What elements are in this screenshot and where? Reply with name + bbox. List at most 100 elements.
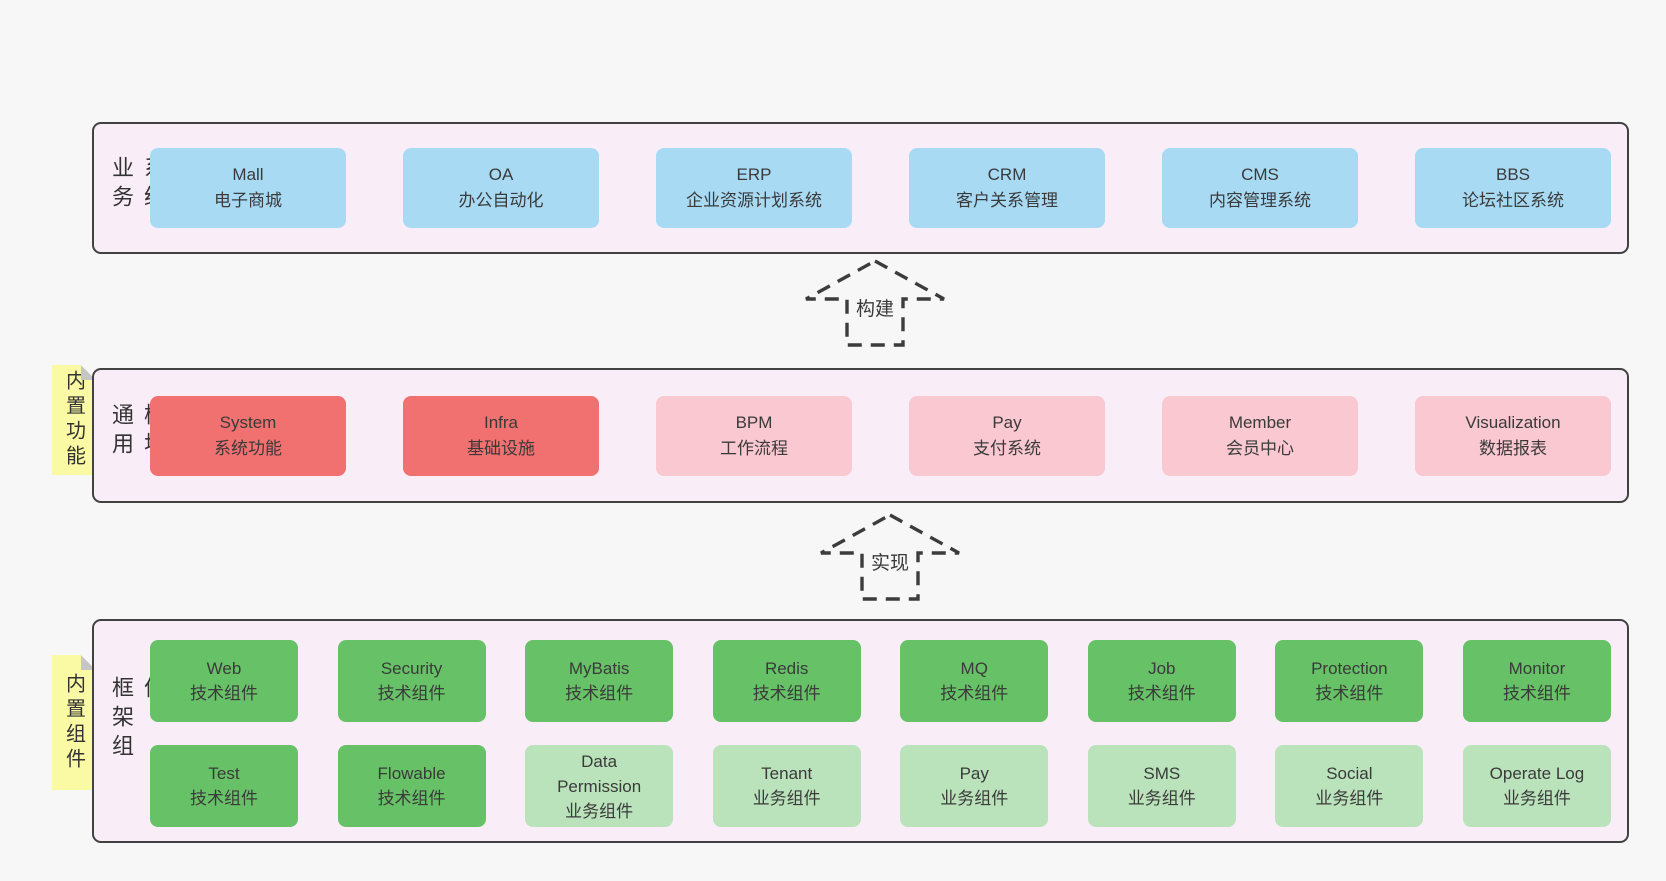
box-subtitle: 数据报表 bbox=[1479, 438, 1547, 458]
box-visualization: Visualization 数据报表 bbox=[1415, 395, 1611, 476]
box-name: Operate Log bbox=[1489, 764, 1585, 783]
box-job: Job 技术组件 bbox=[1087, 640, 1236, 722]
box-crm: CRM 客户关系管理 bbox=[909, 148, 1105, 228]
box-name: CMS bbox=[1241, 165, 1279, 184]
box-name: BBS bbox=[1495, 165, 1531, 184]
box-redis: Redis 技术组件 bbox=[712, 640, 861, 722]
arrow-label-implement: 实现 bbox=[867, 548, 913, 575]
box-name: Social bbox=[1326, 764, 1373, 783]
box-pay: Pay 支付系统 bbox=[909, 395, 1105, 476]
box-name: Redis bbox=[764, 659, 809, 678]
box-data-permission: Data Permission 业务组件 bbox=[525, 745, 674, 827]
sticky-note-label: 内置组件 bbox=[62, 672, 85, 773]
box-name: Pay bbox=[992, 412, 1022, 432]
box-subtitle: 客户关系管理 bbox=[956, 191, 1058, 210]
band-business-systems: 业务系统 Mall 电子商城 OA 办公自动化 ERP 企业资源计划系统 CRM… bbox=[92, 122, 1629, 254]
box-bbs: BBS 论坛社区系统 bbox=[1415, 148, 1611, 228]
box-cms: CMS 内容管理系统 bbox=[1162, 148, 1358, 228]
box-name: Visualization bbox=[1465, 412, 1561, 432]
box-mybatis: MyBatis 技术组件 bbox=[525, 640, 674, 722]
box-name: Tenant bbox=[761, 764, 813, 783]
box-name: Test bbox=[208, 764, 240, 783]
box-name: Mall bbox=[232, 165, 264, 184]
box-flowable: Flowable 技术组件 bbox=[337, 745, 486, 827]
box-mq: MQ 技术组件 bbox=[900, 640, 1049, 722]
box-erp: ERP 企业资源计划系统 bbox=[656, 148, 852, 228]
box-name: OA bbox=[488, 165, 514, 184]
band-common-modules: 通用模块 System 系统功能 Infra 基础设施 BPM 工作流程 Pay… bbox=[92, 368, 1629, 503]
sticky-note-built-in-components: 内置组件 bbox=[52, 655, 96, 790]
box-subtitle: 技术组件 bbox=[940, 684, 1009, 703]
box-subtitle: 技术组件 bbox=[377, 684, 446, 703]
box-subtitle: 技术组件 bbox=[1502, 684, 1571, 703]
box-name: Monitor bbox=[1508, 659, 1566, 678]
box-subtitle: 技术组件 bbox=[190, 684, 258, 703]
up-arrow-shape bbox=[805, 259, 945, 347]
box-subtitle: 技术组件 bbox=[1127, 684, 1196, 703]
box-name: Flowable bbox=[377, 764, 446, 783]
box-subtitle: 业务组件 bbox=[1127, 789, 1196, 808]
box-subtitle: 电子商城 bbox=[214, 191, 282, 210]
box-subtitle: 会员中心 bbox=[1226, 438, 1294, 458]
box-subtitle: 技术组件 bbox=[190, 789, 258, 808]
box-mall: Mall 电子商城 bbox=[150, 148, 346, 228]
box-name: Protection bbox=[1311, 659, 1388, 678]
box-monitor: Monitor 技术组件 bbox=[1462, 640, 1611, 722]
box-sms: SMS 业务组件 bbox=[1087, 745, 1236, 827]
box-name: ERP bbox=[736, 165, 772, 184]
box-subtitle: 业务组件 bbox=[565, 801, 634, 821]
box-oa: OA 办公自动化 bbox=[403, 148, 599, 228]
box-subtitle: 系统功能 bbox=[214, 438, 282, 458]
box-name: Security bbox=[380, 659, 443, 678]
box-infra: Infra 基础设施 bbox=[403, 395, 599, 476]
box-subtitle: 办公自动化 bbox=[458, 191, 544, 210]
box-system: System 系统功能 bbox=[150, 395, 346, 476]
box-bpm: BPM 工作流程 bbox=[656, 395, 852, 476]
box-subtitle: 业务组件 bbox=[752, 789, 821, 808]
framework-components-row-1: Web 技术组件 Security 技术组件 MyBatis 技术组件 Redi… bbox=[150, 640, 1611, 722]
box-name: MyBatis bbox=[568, 659, 630, 678]
box-subtitle: 论坛社区系统 bbox=[1462, 191, 1564, 210]
box-subtitle: 技术组件 bbox=[1315, 684, 1384, 703]
framework-components-row-2: Test 技术组件 Flowable 技术组件 Data Permission … bbox=[150, 745, 1611, 827]
box-name: Infra bbox=[483, 412, 519, 432]
box-subtitle: 工作流程 bbox=[720, 438, 788, 458]
box-test: Test 技术组件 bbox=[150, 745, 298, 827]
sticky-note-built-in-features: 内置功能 bbox=[52, 365, 96, 475]
box-name: MQ bbox=[960, 659, 988, 678]
box-name: Pay bbox=[959, 764, 989, 783]
box-subtitle: 技术组件 bbox=[565, 684, 634, 703]
box-protection: Protection 技术组件 bbox=[1275, 640, 1424, 722]
common-modules-row: System 系统功能 Infra 基础设施 BPM 工作流程 Pay 支付系统… bbox=[150, 395, 1611, 476]
box-tenant: Tenant 业务组件 bbox=[712, 745, 861, 827]
box-name: Web bbox=[206, 659, 242, 678]
implement-arrow: 实现 bbox=[815, 512, 965, 602]
box-subtitle: 业务组件 bbox=[940, 789, 1009, 808]
box-subtitle: 内容管理系统 bbox=[1209, 191, 1311, 210]
box-subtitle: 技术组件 bbox=[377, 789, 446, 808]
box-subtitle: 业务组件 bbox=[1502, 789, 1571, 808]
box-security: Security 技术组件 bbox=[337, 640, 486, 722]
box-name: Job bbox=[1148, 659, 1176, 678]
box-subtitle: 企业资源计划系统 bbox=[686, 191, 822, 210]
box-name: Data Permission bbox=[557, 751, 642, 796]
box-name: SMS bbox=[1143, 764, 1181, 783]
arrow-label-build: 构建 bbox=[852, 294, 898, 321]
box-name: CRM bbox=[987, 165, 1027, 184]
box-subtitle: 业务组件 bbox=[1315, 789, 1384, 808]
box-subtitle: 技术组件 bbox=[752, 684, 821, 703]
box-subtitle: 基础设施 bbox=[467, 438, 535, 458]
sticky-note-label: 内置功能 bbox=[62, 370, 85, 470]
business-systems-row: Mall 电子商城 OA 办公自动化 ERP 企业资源计划系统 CRM 客户关系… bbox=[150, 148, 1611, 228]
box-name: BPM bbox=[735, 412, 773, 432]
up-arrow-shape bbox=[820, 513, 960, 601]
box-name: Member bbox=[1228, 412, 1292, 432]
box-operate-log: Operate Log 业务组件 bbox=[1462, 745, 1611, 827]
box-subtitle: 支付系统 bbox=[973, 438, 1041, 458]
build-arrow: 构建 bbox=[800, 258, 950, 348]
band-framework-components: 框架组件 Web 技术组件 Security 技术组件 MyBatis 技术组件… bbox=[92, 619, 1629, 843]
box-member: Member 会员中心 bbox=[1162, 395, 1358, 476]
box-web: Web 技术组件 bbox=[150, 640, 298, 722]
box-name: System bbox=[219, 412, 277, 432]
